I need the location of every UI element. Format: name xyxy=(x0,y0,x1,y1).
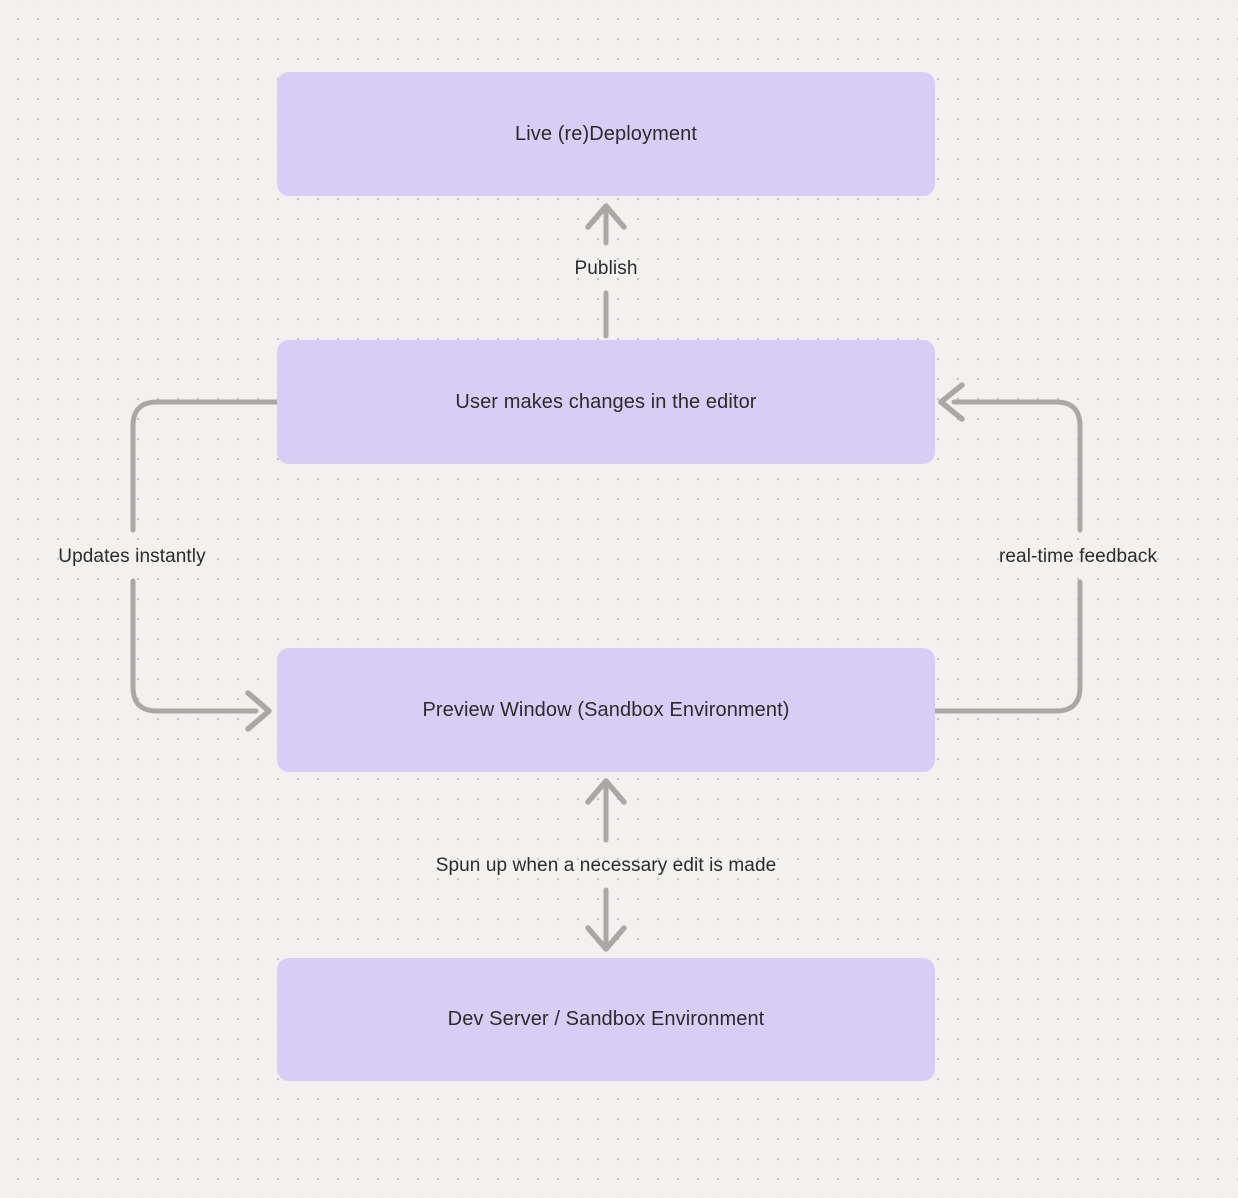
node-live-deployment: Live (re)Deployment xyxy=(277,72,935,196)
node-user-makes-changes: User makes changes in the editor xyxy=(277,340,935,464)
node-dev-server: Dev Server / Sandbox Environment xyxy=(277,958,935,1081)
arrow-updates-shaft-bottom xyxy=(130,578,259,714)
arrow-updates-shaft-top xyxy=(130,399,280,533)
node-preview-window: Preview Window (Sandbox Environment) xyxy=(277,648,935,772)
arrow-up-head-icon xyxy=(585,778,627,805)
arrow-right-head-icon xyxy=(245,690,272,732)
arrow-left-head-icon xyxy=(938,382,965,422)
edge-label-spun-up: Spun up when a necessary edit is made xyxy=(435,855,777,876)
edge-label-realtime-feedback: real-time feedback xyxy=(998,546,1158,567)
arrow-up-head-icon xyxy=(585,203,627,230)
edge-label-updates-instantly: Updates instantly xyxy=(58,546,206,567)
arrow-down-head-icon xyxy=(585,925,627,952)
edge-label-publish: Publish xyxy=(574,258,638,279)
arrow-realtime-shaft-bottom xyxy=(932,579,1083,714)
arrow-realtime-shaft-top xyxy=(951,399,1083,533)
